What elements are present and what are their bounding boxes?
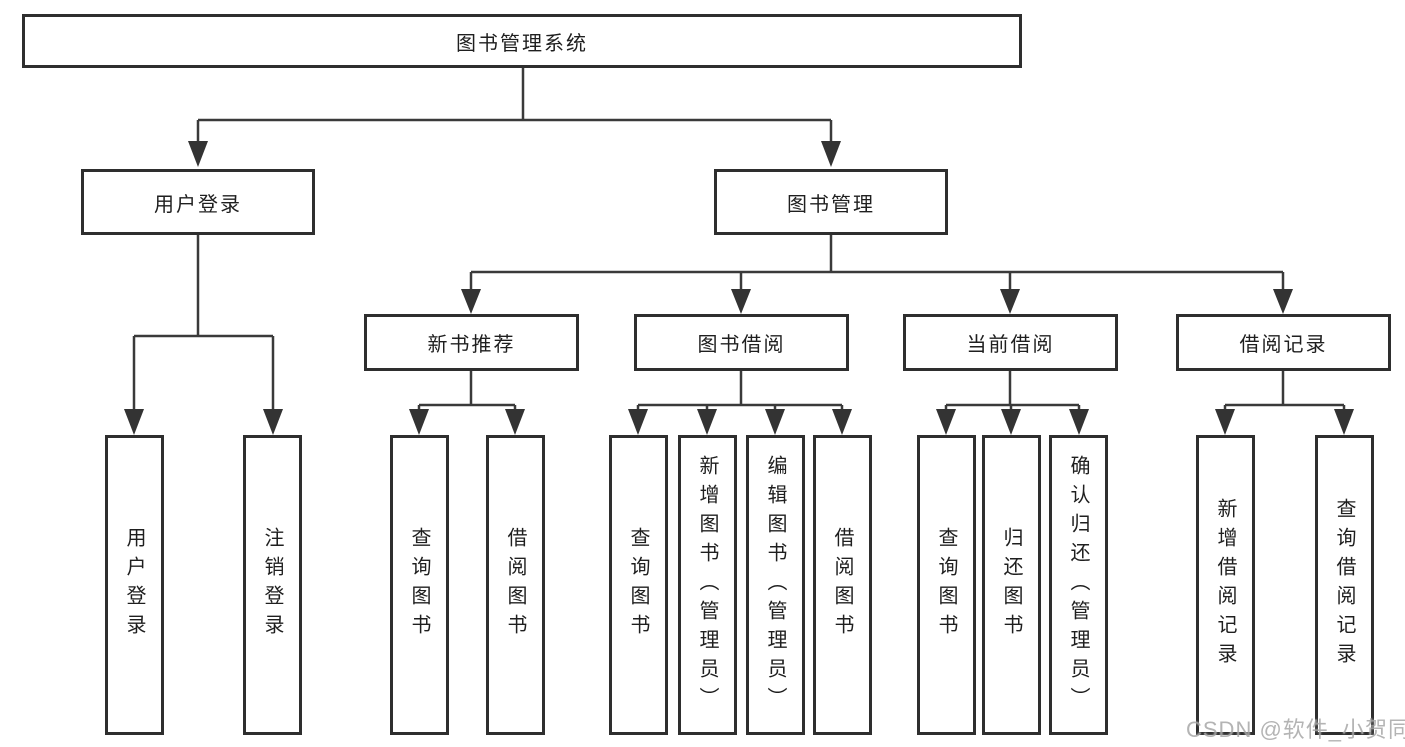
- node-book-management: 图书管理: [714, 169, 948, 235]
- leaf-borrow-query-book: 查询图书: [609, 435, 668, 735]
- edge-new-book-recommend-children: [409, 371, 525, 435]
- leaf-borrow-add-book-admin: 新增图书（管理员）: [678, 435, 737, 735]
- leaf-logout-login: 注销登录: [243, 435, 302, 735]
- node-current-borrow: 当前借阅: [903, 314, 1118, 371]
- csdn-watermark: CSDN @软件_小贺同学: [1186, 717, 1405, 742]
- leaf-borrow-borrow-book: 借阅图书: [813, 435, 872, 735]
- leaf-current-return-book: 归还图书: [982, 435, 1041, 735]
- leaf-current-confirm-return-admin: 确认归还（管理员）: [1049, 435, 1108, 735]
- leaf-recommend-query-book: 查询图书: [390, 435, 449, 735]
- node-new-book-recommend: 新书推荐: [364, 314, 579, 371]
- leaf-recommend-borrow-book: 借阅图书: [486, 435, 545, 735]
- edge-root-to-level2: [188, 68, 841, 167]
- leaf-borrow-edit-book-admin: 编辑图书（管理员）: [746, 435, 805, 735]
- leaf-record-add-borrow-record: 新增借阅记录: [1196, 435, 1255, 735]
- leaf-current-query-book: 查询图书: [917, 435, 976, 735]
- edge-book-borrow-children: [628, 371, 852, 435]
- node-book-borrow: 图书借阅: [634, 314, 849, 371]
- edge-book-management-children: [461, 235, 1293, 314]
- edge-borrow-record-children: [1215, 371, 1354, 435]
- leaf-user-login: 用户登录: [105, 435, 164, 735]
- leaf-record-query-borrow-record: 查询借阅记录: [1315, 435, 1374, 735]
- edge-current-borrow-children: [936, 371, 1089, 435]
- edge-user-login-children: [124, 235, 283, 435]
- node-user-login: 用户登录: [81, 169, 315, 235]
- node-borrow-record: 借阅记录: [1176, 314, 1391, 371]
- node-library-management-system: 图书管理系统: [22, 14, 1022, 68]
